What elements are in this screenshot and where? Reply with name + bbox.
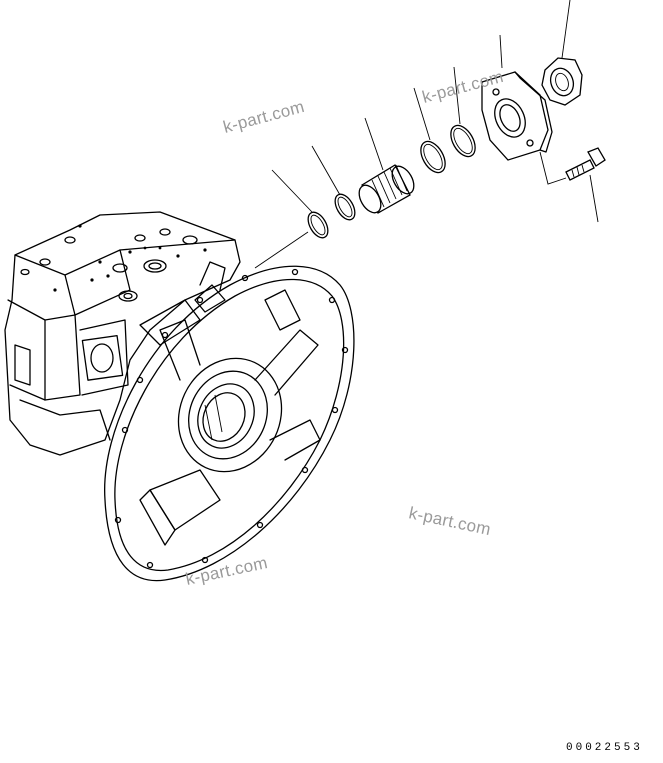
o-ring-part-4	[450, 66, 476, 158]
watermark-text-1: k-part.com	[221, 97, 306, 137]
pump-body	[4, 211, 241, 456]
bolt-part	[539, 147, 606, 223]
o-ring-part-3	[413, 87, 446, 174]
o-ring-part-2	[311, 145, 356, 221]
o-ring-part-1	[271, 169, 329, 239]
exploded-parts	[254, 0, 606, 269]
watermark-text-4: k-part.com	[184, 553, 269, 589]
drawing-code: 00022553	[566, 742, 643, 754]
spring-sleeve-part	[358, 117, 415, 214]
flange-housing	[104, 261, 355, 582]
watermark-text-3: k-part.com	[407, 503, 492, 539]
cover-flange-part	[481, 34, 553, 161]
hex-nut-part	[541, 0, 583, 106]
flange-bolt-holes	[114, 268, 349, 569]
assembly-axis-line	[254, 231, 309, 269]
